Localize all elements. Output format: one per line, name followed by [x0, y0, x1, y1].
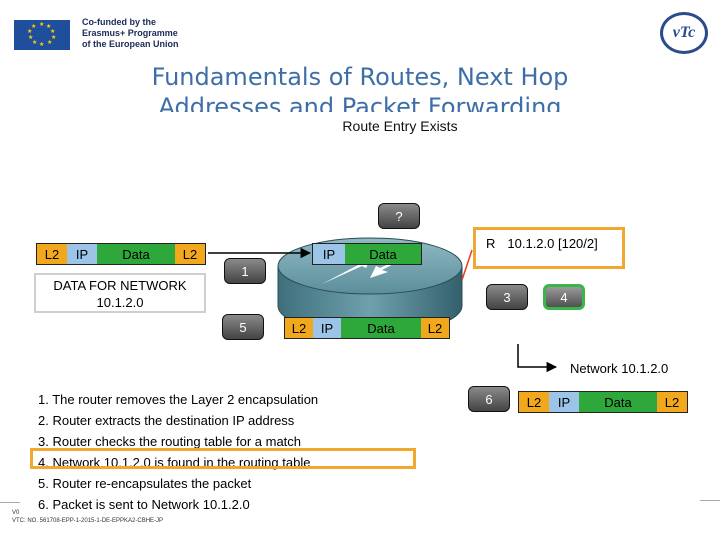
footer-divider-left: [0, 502, 20, 503]
title-line-1: Fundamentals of Routes, Next Hop: [151, 63, 569, 91]
packet-data: Data: [345, 244, 421, 264]
routing-table-entry: R 10.1.2.0 [120/2]: [473, 227, 625, 269]
lookup-line: [461, 249, 473, 281]
packet-ip-header: IP: [313, 244, 345, 264]
frame-l2-header: L2: [519, 392, 549, 412]
route-code: R: [486, 236, 496, 251]
list-item: 6. Packet is sent to Network 10.1.2.0: [38, 497, 250, 512]
frame-l2-trailer: L2: [421, 318, 449, 338]
eu-text-line: Co-funded by the: [82, 17, 156, 27]
frame-l2-header: L2: [37, 244, 67, 264]
frame-data: Data: [341, 318, 421, 338]
extracted-packet: IP Data: [312, 243, 422, 265]
step-4-highlight: [30, 448, 416, 469]
diagram-caption: Route Entry Exists: [342, 118, 458, 134]
step-marker-2: ?: [378, 203, 420, 229]
route-value: 10.1.2.0 [120/2]: [507, 236, 598, 251]
step-marker-5: 5: [222, 314, 264, 340]
outgoing-frame: L2 IP Data L2: [518, 391, 688, 413]
footer-project-id: VTC: NO. 561708-EPP-1-2015-1-DE-EPPKA2-C…: [12, 518, 164, 524]
eu-text-line: Erasmus+ Programme: [82, 28, 178, 38]
step-marker-3: 3: [486, 284, 528, 310]
eu-cofunding-text: Co-funded by the Erasmus+ Programme of t…: [82, 17, 192, 50]
destination-network-label: Network 10.1.2.0: [570, 361, 669, 376]
data-for-network-box: DATA FOR NETWORK 10.1.2.0: [34, 273, 206, 313]
step-marker-6: 6: [468, 386, 510, 412]
frame-ip-header: IP: [313, 318, 341, 338]
eu-flag-logo: ★ ★ ★ ★ ★ ★ ★ ★ ★ ★: [14, 20, 70, 50]
vtc-logo: vTc: [660, 12, 708, 54]
steps-list: 1. The router removes the Layer 2 encaps…: [38, 389, 318, 515]
frame-l2-header: L2: [285, 318, 313, 338]
step-marker-1: 1: [224, 258, 266, 284]
egress-arrow: [517, 344, 558, 373]
step-marker-4: 4: [543, 284, 585, 310]
list-item: 3. Router checks the routing table for a…: [38, 434, 302, 449]
eu-text-line: of the European Union: [82, 39, 179, 49]
frame-l2-trailer: L2: [175, 244, 205, 264]
list-item: 2. Router extracts the destination IP ad…: [38, 413, 295, 428]
data-box-line: 10.1.2.0: [96, 295, 144, 310]
incoming-frame: L2 IP Data L2: [36, 243, 206, 265]
reencapsulated-frame: L2 IP Data L2: [284, 317, 450, 339]
frame-ip-header: IP: [67, 244, 97, 264]
frame-l2-trailer: L2: [657, 392, 687, 412]
list-item: 1. The router removes the Layer 2 encaps…: [38, 392, 319, 407]
footer-divider-right: [700, 500, 720, 501]
data-box-line: DATA FOR NETWORK: [53, 278, 187, 293]
frame-ip-header: IP: [549, 392, 579, 412]
title-overlap-cover: [0, 112, 720, 126]
frame-data: Data: [97, 244, 175, 264]
footer-version: V0: [12, 510, 20, 516]
list-item: 5. Router re-encapsulates the packet: [38, 476, 252, 491]
vtc-logo-text: vTc: [672, 24, 696, 41]
frame-data: Data: [579, 392, 657, 412]
